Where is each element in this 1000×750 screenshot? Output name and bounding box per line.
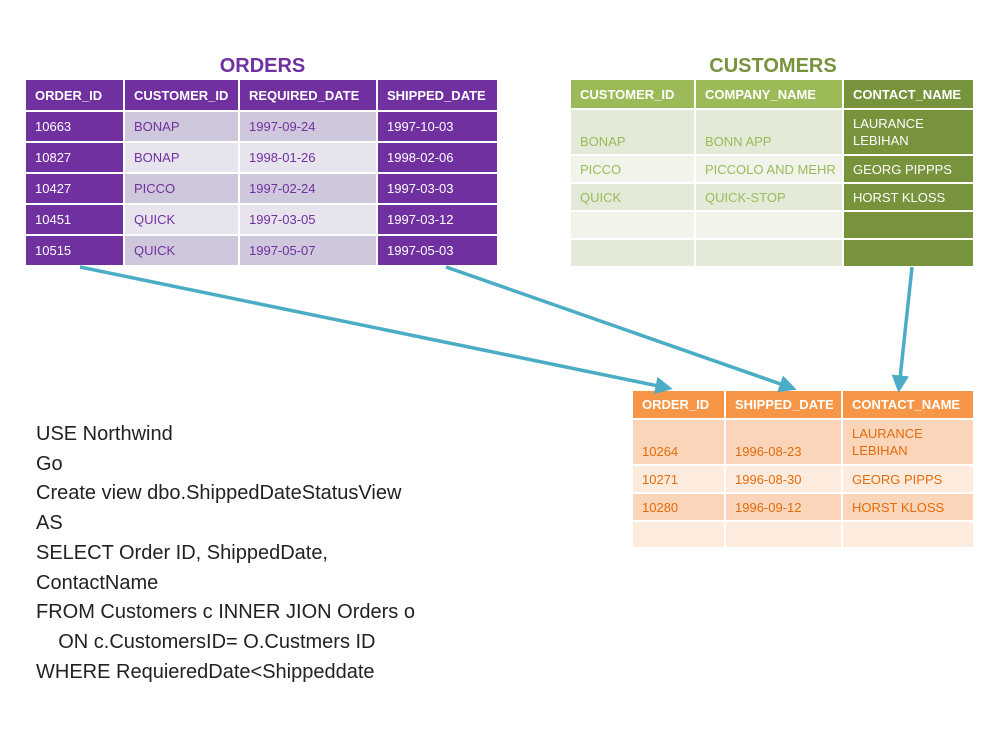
orders-row: 10827 BONAP 1998-01-26 1998-02-06 (26, 143, 499, 174)
orders-table-title: ORDERS (219, 55, 306, 77)
orders-row: 10427 PICCO 1997-02-24 1997-03-03 (26, 174, 499, 205)
customers-cell (844, 212, 975, 240)
result-header-contact-name: CONTACT_NAME (843, 391, 975, 420)
sql-line: Go (36, 452, 63, 475)
result-cell: 10264 (633, 420, 726, 466)
sql-code-block: USE Northwind Go Create view dbo.Shipped… (36, 420, 415, 687)
sql-line: WHERE RequieredDate<Shippeddate (36, 660, 375, 683)
customers-cell: QUICK (571, 184, 696, 212)
result-cell: 10280 (633, 494, 726, 522)
customers-cell: PICCOLO AND MEHR (696, 156, 844, 184)
result-cell: 1996-08-30 (726, 466, 843, 494)
result-table: ORDER_ID SHIPPED_DATE CONTACT_NAME 10264… (633, 391, 975, 549)
orders-cell: 10515 (26, 236, 125, 267)
sql-line: SELECT Order ID, ShippedDate, (36, 541, 328, 564)
customers-header-company-name: COMPANY_NAME (696, 80, 844, 110)
customers-header-row: CUSTOMER_ID COMPANY_NAME CONTACT_NAME (571, 80, 975, 110)
customers-table: CUSTOMER_ID COMPANY_NAME CONTACT_NAME BO… (571, 80, 975, 268)
customers-cell: LAURANCE LEBIHAN (844, 110, 975, 156)
customers-row: PICCO PICCOLO AND MEHR GEORG PIPPPS (571, 156, 975, 184)
customers-cell (844, 240, 975, 268)
result-cell: HORST KLOSS (843, 494, 975, 522)
customers-cell: PICCO (571, 156, 696, 184)
orders-cell: 1997-03-03 (378, 174, 499, 205)
sql-line: FROM Customers c INNER JION Orders o (36, 601, 415, 624)
orders-cell: 1998-02-06 (378, 143, 499, 174)
customers-cell (571, 240, 696, 268)
customers-cell: BONN APP (696, 110, 844, 156)
orders-header-order-id: ORDER_ID (26, 80, 125, 112)
orders-cell: 1997-03-05 (240, 205, 378, 236)
customers-row: QUICK QUICK-STOP HORST KLOSS (571, 184, 975, 212)
sql-line: ContactName (36, 571, 159, 594)
sql-line: AS (36, 512, 63, 535)
customers-row (571, 240, 975, 268)
customers-row: BONAP BONN APP LAURANCE LEBIHAN (571, 110, 975, 156)
customers-row (571, 212, 975, 240)
customers-header-customer-id: CUSTOMER_ID (571, 80, 696, 110)
orders-cell: QUICK (125, 236, 240, 267)
orders-cell: 1997-05-03 (378, 236, 499, 267)
orders-row: 10451 QUICK 1997-03-05 1997-03-12 (26, 205, 499, 236)
orders-header-customer-id: CUSTOMER_ID (125, 80, 240, 112)
orders-cell: BONAP (125, 112, 240, 143)
arrow-shipped-date (445, 265, 797, 393)
result-cell: GEORG PIPPS (843, 466, 975, 494)
result-row: 10264 1996-08-23 LAURANCE LEBIHAN (633, 420, 975, 466)
customers-cell (696, 212, 844, 240)
orders-header-required-date: REQUIRED_DATE (240, 80, 378, 112)
result-row (633, 522, 975, 549)
customers-cell: GEORG PIPPPS (844, 156, 975, 184)
customers-cell: HORST KLOSS (844, 184, 975, 212)
orders-table: ORDER_ID CUSTOMER_ID REQUIRED_DATE SHIPP… (26, 80, 499, 267)
orders-cell: 1998-01-26 (240, 143, 378, 174)
orders-cell: 10663 (26, 112, 125, 143)
result-cell: 1996-08-23 (726, 420, 843, 466)
sql-line: ON c.CustomersID= O.Custmers ID (36, 630, 376, 653)
customers-cell (571, 212, 696, 240)
orders-cell: 1997-02-24 (240, 174, 378, 205)
orders-row: 10663 BONAP 1997-09-24 1997-10-03 (26, 112, 499, 143)
orders-cell: QUICK (125, 205, 240, 236)
result-cell (843, 522, 975, 549)
sql-line: Create view dbo.ShippedDateStatusView (36, 482, 402, 505)
orders-cell: BONAP (125, 143, 240, 174)
orders-cell: 10427 (26, 174, 125, 205)
arrow-order-id (79, 265, 673, 395)
orders-cell: PICCO (125, 174, 240, 205)
result-cell (633, 522, 726, 549)
orders-cell: 1997-05-07 (240, 236, 378, 267)
result-header-order-id: ORDER_ID (633, 391, 726, 420)
result-row: 10271 1996-08-30 GEORG PIPPS (633, 466, 975, 494)
orders-header-row: ORDER_ID CUSTOMER_ID REQUIRED_DATE SHIPP… (26, 80, 499, 112)
result-cell: LAURANCE LEBIHAN (843, 420, 975, 466)
orders-cell: 1997-10-03 (378, 112, 499, 143)
result-header-row: ORDER_ID SHIPPED_DATE CONTACT_NAME (633, 391, 975, 420)
orders-cell: 1997-09-24 (240, 112, 378, 143)
customers-table-title: CUSTOMERS (709, 55, 837, 77)
orders-header-shipped-date: SHIPPED_DATE (378, 80, 499, 112)
result-row: 10280 1996-09-12 HORST KLOSS (633, 494, 975, 522)
customers-cell: QUICK-STOP (696, 184, 844, 212)
orders-cell: 1997-03-12 (378, 205, 499, 236)
result-cell: 1996-09-12 (726, 494, 843, 522)
customers-cell: BONAP (571, 110, 696, 156)
result-cell (726, 522, 843, 549)
result-header-shipped-date: SHIPPED_DATE (726, 391, 843, 420)
arrow-contact-name (891, 266, 914, 393)
result-cell: 10271 (633, 466, 726, 494)
customers-cell (696, 240, 844, 268)
orders-row: 10515 QUICK 1997-05-07 1997-05-03 (26, 236, 499, 267)
orders-cell: 10451 (26, 205, 125, 236)
sql-line: USE Northwind (36, 423, 173, 445)
customers-header-contact-name: CONTACT_NAME (844, 80, 975, 110)
orders-cell: 10827 (26, 143, 125, 174)
